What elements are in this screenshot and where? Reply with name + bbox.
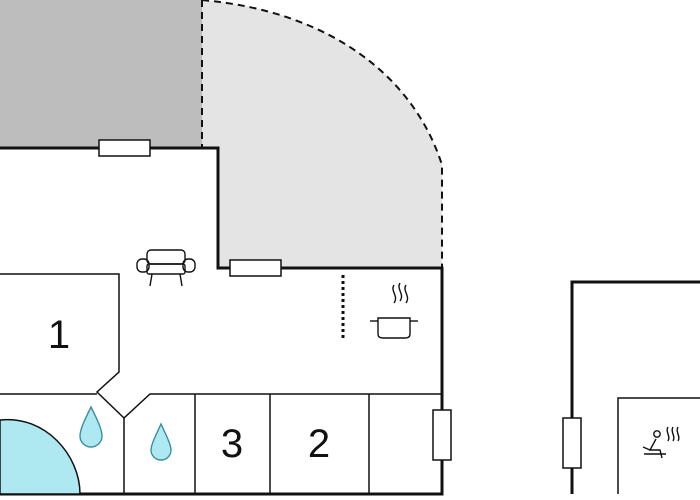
room-number-1: 1 xyxy=(48,313,70,357)
room-1-wall xyxy=(0,273,442,420)
room-number-3: 3 xyxy=(221,422,243,466)
covered-terrace xyxy=(0,0,202,148)
window xyxy=(98,139,151,157)
water-drop-icon xyxy=(150,422,172,461)
water-drop-icon xyxy=(79,405,103,448)
sauna-icon xyxy=(642,426,680,459)
sauna-room-wall xyxy=(617,397,700,494)
hot-tub xyxy=(0,418,81,495)
window xyxy=(562,417,582,469)
cooking-pot-icon xyxy=(370,282,418,339)
room-number-2: 2 xyxy=(308,422,330,466)
window xyxy=(432,409,452,461)
open-terrace xyxy=(202,0,442,268)
terrace-dashed-boundary xyxy=(201,0,443,268)
window xyxy=(229,259,282,277)
sauna-building-walls xyxy=(570,280,700,494)
sofa-icon xyxy=(136,249,196,287)
